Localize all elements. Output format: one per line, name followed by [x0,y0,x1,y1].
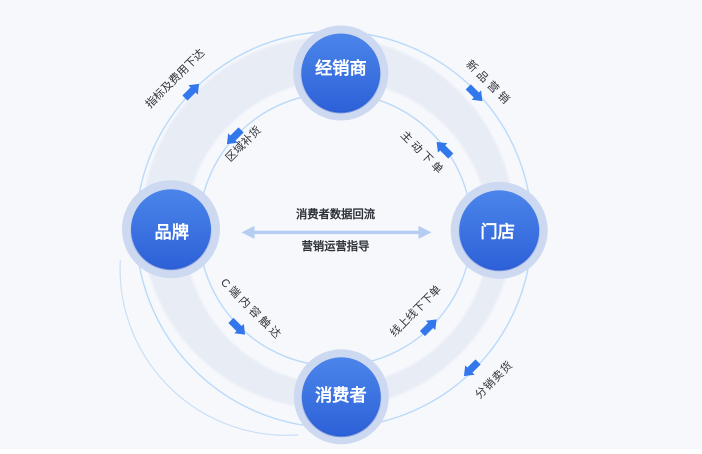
svg-text:消费者数据回流: 消费者数据回流 [296,207,376,221]
svg-text:消费者: 消费者 [315,385,367,405]
svg-text:营销运营指导: 营销运营指导 [302,239,370,253]
svg-text:品牌: 品牌 [155,222,189,242]
svg-text:经销商: 经销商 [315,58,367,78]
svg-text:门店: 门店 [480,221,514,241]
